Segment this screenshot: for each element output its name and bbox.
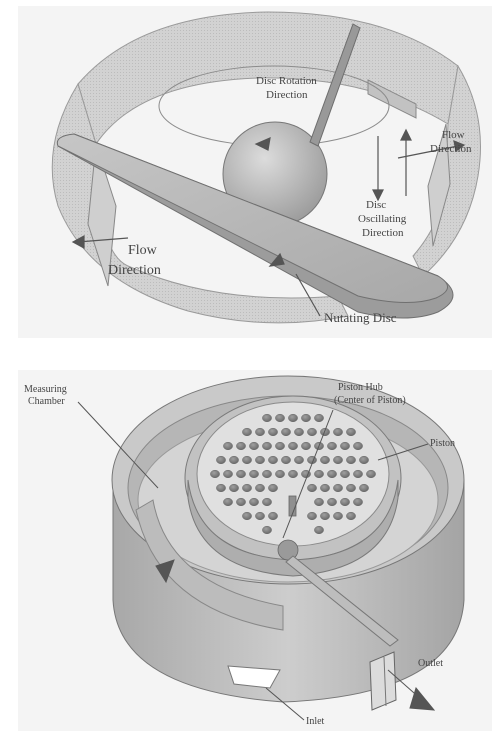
piston-hole bbox=[353, 470, 362, 478]
piston-hole bbox=[242, 456, 251, 464]
piston-hole bbox=[288, 414, 297, 422]
piston-hole bbox=[359, 484, 368, 492]
label-flow-left-1: Flow bbox=[128, 243, 158, 258]
piston-hole bbox=[320, 512, 329, 520]
piston-hole bbox=[242, 512, 251, 520]
piston-hole bbox=[242, 484, 251, 492]
piston-hole bbox=[333, 428, 342, 436]
piston-hole bbox=[359, 456, 368, 464]
inlet-port bbox=[228, 666, 280, 688]
piston-hole bbox=[340, 470, 349, 478]
label-disc-oscillating-2: Oscillating bbox=[358, 213, 407, 225]
piston-hole bbox=[268, 456, 277, 464]
piston-hole bbox=[223, 442, 232, 450]
piston-hole bbox=[353, 498, 362, 506]
piston-hole bbox=[340, 498, 349, 506]
label-piston-hub-2: (Center of Piston) bbox=[334, 395, 406, 406]
piston-hole bbox=[333, 484, 342, 492]
piston-hole bbox=[275, 442, 284, 450]
piston-hole bbox=[249, 442, 258, 450]
piston-hole bbox=[262, 470, 271, 478]
piston-hole bbox=[229, 484, 238, 492]
nutating-disc-illustration: Disc Rotation Direction Flow Direction D… bbox=[18, 6, 492, 338]
piston-hole bbox=[216, 484, 225, 492]
label-flow-right-1: Flow bbox=[442, 129, 465, 141]
piston-hole bbox=[314, 526, 323, 534]
outlet-arrow bbox=[410, 688, 434, 710]
oscillating-piston-illustration: Measuring Chamber Piston Hub (Center of … bbox=[18, 370, 492, 731]
piston-hole bbox=[307, 484, 316, 492]
label-measuring-chamber-1: Measuring bbox=[24, 384, 67, 395]
piston-hole bbox=[301, 442, 310, 450]
piston-hole bbox=[223, 470, 232, 478]
piston-hole bbox=[268, 428, 277, 436]
piston-hole bbox=[249, 470, 258, 478]
piston-hole bbox=[262, 498, 271, 506]
piston-hole bbox=[262, 442, 271, 450]
label-outlet: Outlet bbox=[418, 658, 443, 669]
label-nutating-disc: Nutating Disc bbox=[324, 310, 397, 325]
label-piston-hub-1: Piston Hub bbox=[338, 382, 383, 393]
piston-hole bbox=[314, 470, 323, 478]
piston-hole bbox=[242, 428, 251, 436]
piston-hole bbox=[236, 498, 245, 506]
piston-hole bbox=[346, 512, 355, 520]
piston-hole bbox=[255, 512, 264, 520]
piston-hole bbox=[314, 498, 323, 506]
nutating-disc-diagram: Disc Rotation Direction Flow Direction D… bbox=[18, 6, 492, 338]
piston-hole bbox=[281, 428, 290, 436]
piston-hole bbox=[288, 470, 297, 478]
piston-hole bbox=[346, 484, 355, 492]
piston-hole bbox=[275, 470, 284, 478]
piston-hole bbox=[327, 498, 336, 506]
piston-hole bbox=[236, 442, 245, 450]
piston-hole bbox=[255, 428, 264, 436]
piston-hole bbox=[210, 470, 219, 478]
piston-hole bbox=[307, 512, 316, 520]
piston-hole bbox=[327, 470, 336, 478]
label-disc-oscillating-1: Disc bbox=[366, 199, 386, 211]
piston-hole bbox=[255, 484, 264, 492]
piston-hole bbox=[307, 428, 316, 436]
piston-hole bbox=[255, 456, 264, 464]
piston-hole bbox=[223, 498, 232, 506]
piston-hole bbox=[340, 442, 349, 450]
piston-hole bbox=[353, 442, 362, 450]
piston-hole bbox=[346, 456, 355, 464]
piston-hole bbox=[333, 456, 342, 464]
label-flow-right-2: Direction bbox=[430, 143, 472, 155]
piston-hole bbox=[229, 456, 238, 464]
piston-hole bbox=[294, 456, 303, 464]
piston-hole bbox=[320, 484, 329, 492]
label-inlet: Inlet bbox=[306, 716, 325, 727]
piston-hole bbox=[281, 456, 290, 464]
piston-hole bbox=[216, 456, 225, 464]
piston-hole bbox=[268, 484, 277, 492]
piston-hole bbox=[327, 442, 336, 450]
piston-hole bbox=[262, 414, 271, 422]
piston-hole bbox=[333, 512, 342, 520]
label-disc-oscillating-3: Direction bbox=[362, 227, 404, 239]
piston-hole bbox=[314, 414, 323, 422]
piston-hole bbox=[275, 414, 284, 422]
piston-hole bbox=[268, 512, 277, 520]
piston-hole bbox=[301, 414, 310, 422]
label-measuring-chamber-2: Chamber bbox=[28, 396, 65, 407]
piston-hole bbox=[366, 470, 375, 478]
outlet-port bbox=[370, 652, 396, 710]
label-piston: Piston bbox=[430, 438, 455, 449]
piston-hole bbox=[346, 428, 355, 436]
piston-hole bbox=[262, 526, 271, 534]
piston-hole bbox=[294, 428, 303, 436]
label-flow-left-2: Direction bbox=[108, 263, 161, 278]
piston-hole bbox=[249, 498, 258, 506]
label-disc-rotation-1: Disc Rotation bbox=[256, 75, 317, 87]
piston-hole bbox=[288, 442, 297, 450]
label-disc-rotation-2: Direction bbox=[266, 89, 308, 101]
piston-hole bbox=[320, 456, 329, 464]
oscillating-piston-diagram: Measuring Chamber Piston Hub (Center of … bbox=[18, 370, 492, 731]
piston-hole bbox=[236, 470, 245, 478]
